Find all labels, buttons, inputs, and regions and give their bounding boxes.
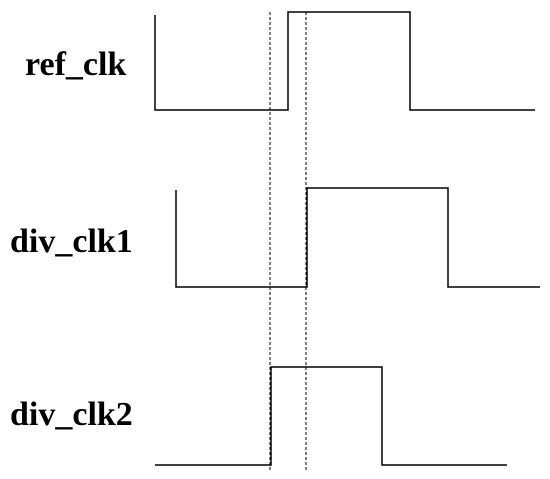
signal-label-div-clk1: div_clk1: [10, 223, 133, 260]
signal-label-ref-clk: ref_clk: [25, 46, 127, 83]
signal-label-div-clk2: div_clk2: [10, 396, 133, 433]
waveform-div-clk2: [155, 366, 507, 466]
waveform-ref-clk: [154, 11, 535, 111]
waveform-div-clk1: [175, 187, 540, 288]
